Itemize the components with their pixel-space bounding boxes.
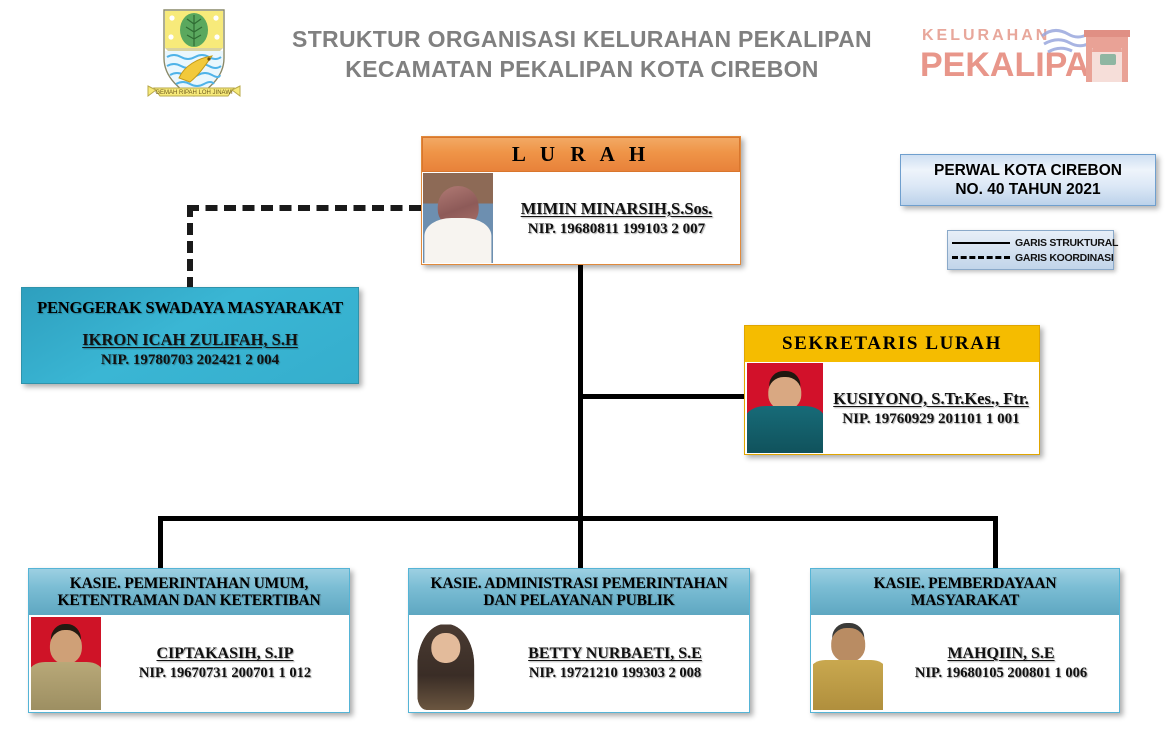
legend-label-structural: GARIS STRUKTURAL — [1015, 236, 1119, 249]
lambang-kota-cirebon-icon: GEMAH RIPAH LOH JINAWI — [146, 4, 242, 102]
node-lurah-person: MIMIN MINARSIH,S.Sos. NIP. 19680811 1991… — [493, 172, 740, 264]
photo-mahqiin — [813, 617, 883, 710]
node-sekretaris-nip: NIP. 19760929 201101 1 001 — [842, 410, 1020, 427]
node-penggerak-person: IKRON ICAH ZULIFAH, S.H NIP. 19780703 20… — [22, 318, 358, 369]
legend-box: GARIS STRUKTURAL GARIS KOORDINASI — [947, 230, 1118, 270]
photo-mimin-minarsih — [423, 173, 493, 263]
node-kasie-2-title-line1: KASIE. ADMINISTRASI PEMERINTAHAN — [430, 574, 728, 592]
structural-line-trunk — [578, 265, 583, 521]
legend-row-structural: GARIS STRUKTURAL — [952, 237, 1118, 249]
node-kasie-1-title-line2: KETENTRAMAN DAN KETERTIBAN — [57, 592, 321, 609]
node-kasie-3-title-line2: MASYARAKAT — [910, 592, 1020, 609]
node-kasie-3-name: MAHQIIN, S.E — [947, 645, 1055, 662]
legend-label-coordination: GARIS KOORDINASI — [1015, 251, 1114, 264]
node-lurah-nip: NIP. 19680811 199103 2 007 — [527, 220, 706, 237]
node-sekretaris-title: SEKRETARIS LURAH — [745, 326, 1039, 362]
node-kasie-pemerintahan-umum[interactable]: KASIE. PEMERINTAHAN UMUM, KETENTRAMAN DA… — [28, 568, 350, 713]
node-kasie-1-title: KASIE. PEMERINTAHAN UMUM, KETENTRAMAN DA… — [29, 569, 349, 615]
node-kasie-administrasi-pemerintahan[interactable]: KASIE. ADMINISTRASI PEMERINTAHAN DAN PEL… — [408, 568, 750, 713]
node-sekretaris-name: KUSIYONO, S.Tr.Kes., Ftr. — [833, 388, 1029, 408]
node-lurah-title: L U R A H — [422, 137, 740, 172]
node-lurah-body: MIMIN MINARSIH,S.Sos. NIP. 19680811 1991… — [422, 172, 740, 264]
logo-kelurahan-pekalipan-icon: KELURAHAN PEKALIPA — [918, 18, 1130, 84]
coordination-line-horizontal — [187, 205, 421, 211]
node-sekretaris-body: KUSIYONO, S.Tr.Kes., Ftr. NIP. 19760929 … — [745, 362, 1039, 454]
structural-line-drop-kasie-3 — [993, 516, 998, 570]
node-lurah[interactable]: L U R A H MIMIN MINARSIH,S.Sos. NIP. 196… — [421, 136, 741, 265]
node-kasie-3-title: KASIE. PEMBERDAYAAN MASYARAKAT — [811, 569, 1119, 615]
node-kasie-2-title: KASIE. ADMINISTRASI PEMERINTAHAN DAN PEL… — [409, 569, 749, 615]
coordination-line-vertical — [187, 205, 193, 289]
regulation-reference-box: PERWAL KOTA CIREBON NO. 40 TAHUN 2021 — [900, 154, 1156, 206]
regulation-line2: NO. 40 TAHUN 2021 — [955, 181, 1101, 198]
node-kasie-2-body: BETTY NURBAETI, S.E NIP. 19721210 199303… — [409, 615, 749, 712]
node-lurah-name: MIMIN MINARSIH,S.Sos. — [520, 198, 713, 218]
node-kasie-pemberdayaan-masyarakat[interactable]: KASIE. PEMBERDAYAAN MASYARAKAT MAHQIIN, … — [810, 568, 1120, 713]
node-kasie-1-nip: NIP. 19670731 200701 1 012 — [138, 665, 312, 681]
dashed-line-icon — [952, 256, 1010, 259]
node-kasie-3-body: MAHQIIN, S.E NIP. 19680105 200801 1 006 — [811, 615, 1119, 712]
node-kasie-2-person: BETTY NURBAETI, S.E NIP. 19721210 199303… — [481, 615, 749, 712]
node-sekretaris-person: KUSIYONO, S.Tr.Kes., Ftr. NIP. 19760929 … — [823, 362, 1039, 454]
node-kasie-3-person: MAHQIIN, S.E NIP. 19680105 200801 1 006 — [883, 615, 1119, 712]
node-kasie-1-name: CIPTAKASIH, S.IP — [156, 645, 294, 662]
page-title-line1: STRUKTUR ORGANISASI KELURAHAN PEKALIPAN — [292, 26, 872, 52]
node-kasie-2-name: BETTY NURBAETI, S.E — [528, 645, 702, 662]
node-kasie-1-body: CIPTAKASIH, S.IP NIP. 19670731 200701 1 … — [29, 615, 349, 712]
structural-line-drop-kasie-2 — [578, 516, 583, 570]
node-kasie-1-person: CIPTAKASIH, S.IP NIP. 19670731 200701 1 … — [101, 615, 349, 712]
legend-row-coordination: GARIS KOORDINASI — [952, 252, 1114, 264]
page-title: STRUKTUR ORGANISASI KELURAHAN PEKALIPAN … — [262, 24, 902, 84]
node-kasie-3-nip: NIP. 19680105 200801 1 006 — [914, 665, 1088, 681]
regulation-line1: PERWAL KOTA CIREBON — [933, 162, 1123, 179]
node-penggerak-title: PENGGERAK SWADAYA MASYARAKAT — [37, 298, 343, 317]
node-kasie-2-nip: NIP. 19721210 199303 2 008 — [528, 665, 702, 681]
node-penggerak-name: IKRON ICAH ZULIFAH, S.H — [82, 330, 298, 349]
node-penggerak-nip: NIP. 19780703 202421 2 004 — [100, 352, 280, 368]
node-kasie-1-title-line1: KASIE. PEMERINTAHAN UMUM, — [69, 574, 309, 592]
logo-text-kelurahan: KELURAHAN — [922, 27, 1050, 44]
logo-text-pekalipa: PEKALIPA — [920, 46, 1089, 84]
page-title-line2: KECAMATAN PEKALIPAN KOTA CIREBON — [345, 56, 819, 82]
node-kasie-3-title-line1: KASIE. PEMBERDAYAAN — [873, 574, 1057, 592]
structural-line-drop-kasie-1 — [158, 516, 163, 570]
lambang-motto-text: GEMAH RIPAH LOH JINAWI — [155, 90, 233, 96]
node-sekretaris-lurah[interactable]: SEKRETARIS LURAH KUSIYONO, S.Tr.Kes., Ft… — [744, 325, 1040, 455]
photo-ciptakasih — [31, 617, 101, 710]
photo-betty-face — [431, 632, 461, 664]
solid-line-icon — [952, 241, 1010, 244]
photo-betty-nurbaeti — [411, 617, 481, 710]
structural-line-to-sekretaris — [578, 394, 746, 399]
node-penggerak-swadaya-masyarakat[interactable]: PENGGERAK SWADAYA MASYARAKAT IKRON ICAH … — [21, 287, 359, 384]
node-kasie-2-title-line2: DAN PELAYANAN PUBLIK — [483, 592, 675, 609]
photo-kusiyono — [747, 363, 823, 453]
